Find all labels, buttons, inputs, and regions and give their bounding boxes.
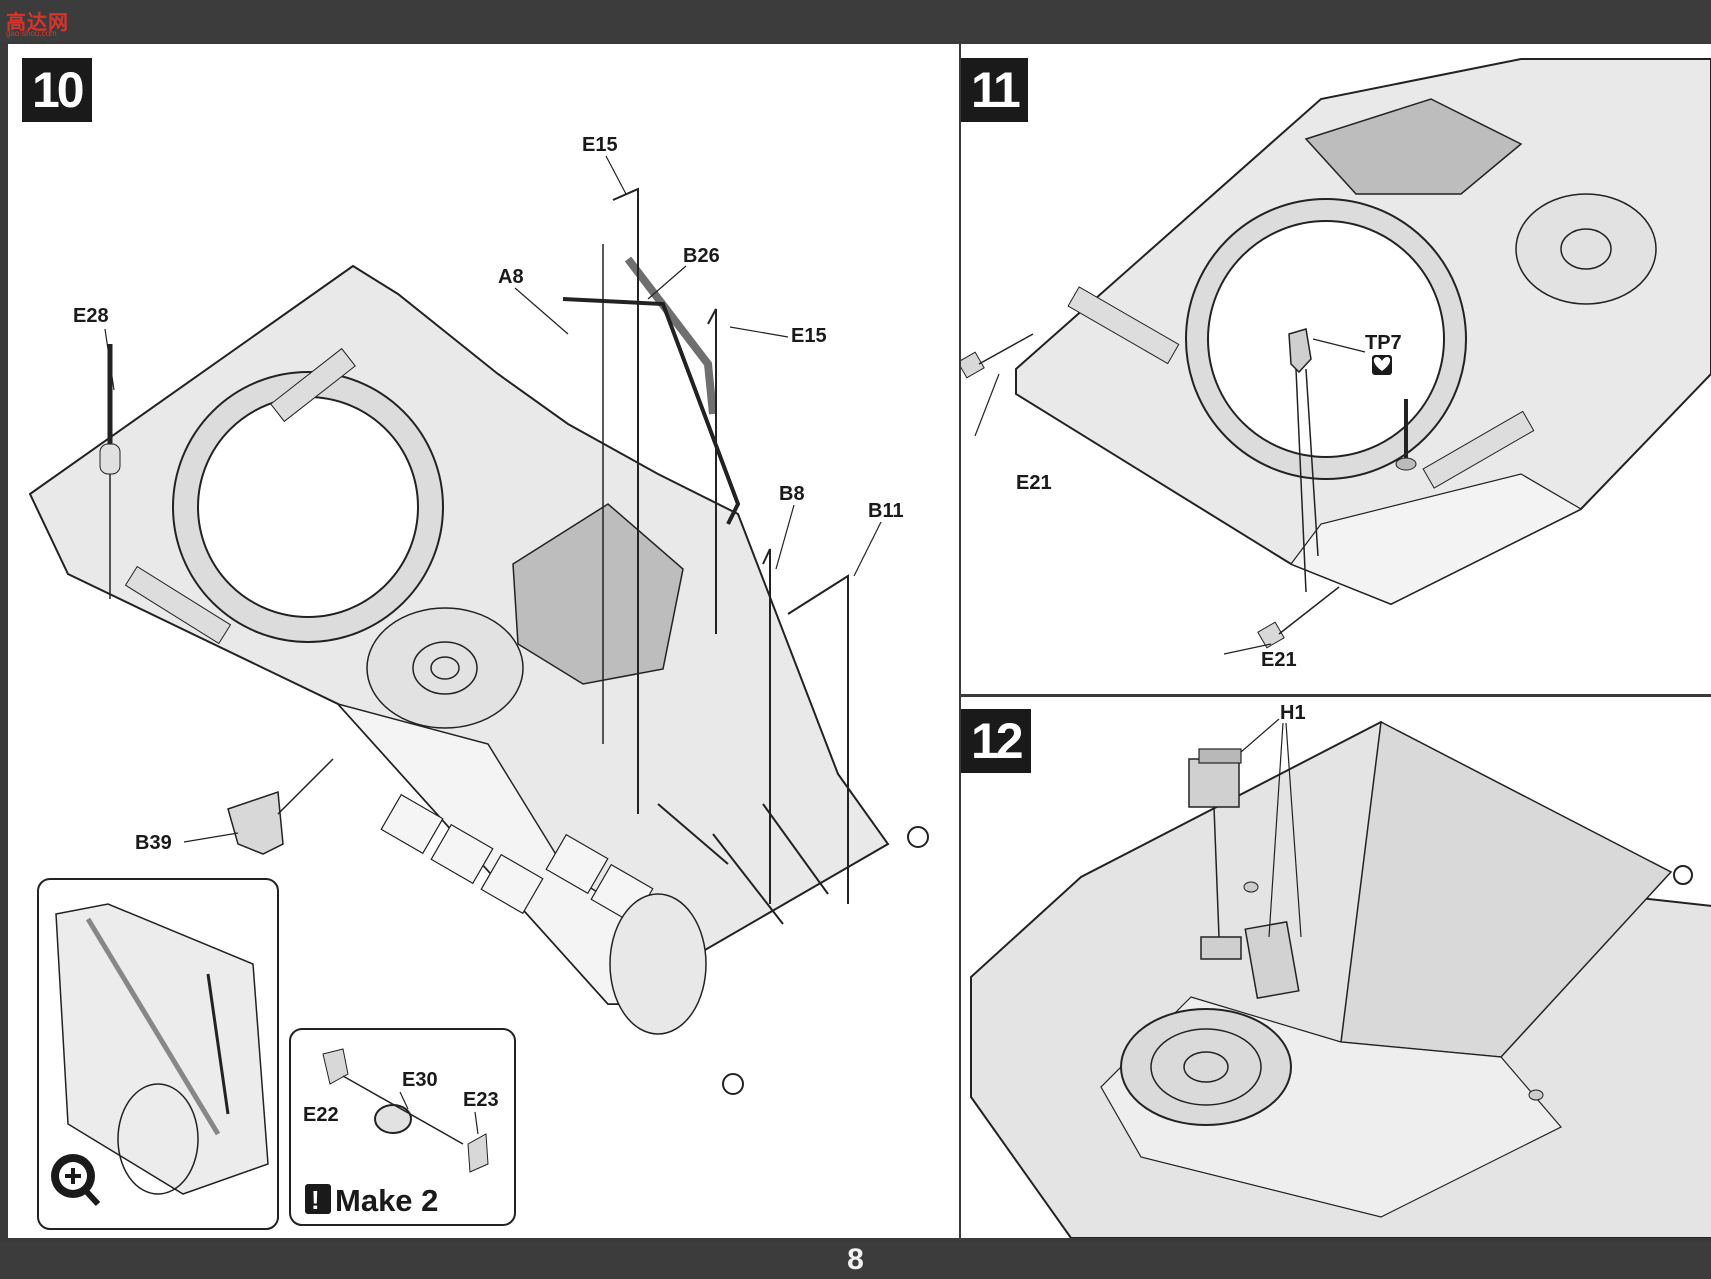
hatch-ring	[1515, 193, 1657, 305]
part-label-H1: H1	[1280, 702, 1306, 724]
part-H1-placed	[1200, 936, 1242, 960]
part-H1-top	[1188, 758, 1240, 808]
antenna-base	[1395, 457, 1417, 471]
tow-hook-rear	[907, 826, 929, 848]
step-12-diagram: H1	[970, 702, 1711, 1238]
peg	[1243, 881, 1259, 893]
make-two-inset: E30 E22 E23 ! Make 2	[289, 1028, 516, 1226]
part-label-E21-bottom: E21	[1261, 649, 1297, 671]
leader-line-h1-down	[1213, 806, 1220, 938]
engine-grille	[512, 503, 684, 685]
detail-inset	[37, 878, 279, 1230]
part-E21-left	[961, 351, 985, 379]
part-label-B39: B39	[135, 832, 172, 854]
handle-B11	[787, 574, 849, 904]
part-E21-bottom	[1257, 621, 1285, 649]
svg-text:!: !	[311, 1185, 320, 1215]
storage-bin-left	[1067, 286, 1180, 365]
step-number: 10	[22, 58, 92, 122]
part-label-E23: E23	[463, 1089, 499, 1111]
tow-hook-front	[722, 1073, 744, 1095]
turret-ring-hole	[1207, 220, 1445, 458]
handle-B8	[762, 548, 771, 904]
part-label-E22: E22	[303, 1104, 339, 1126]
part-label-B26: B26	[683, 245, 720, 267]
handrail-E15-a	[612, 187, 639, 814]
hatch-center	[430, 656, 460, 680]
handrail-E15-b	[707, 308, 717, 634]
part-label-A8: A8	[498, 266, 524, 288]
step-12-panel: 12 H1	[961, 697, 1711, 1238]
step-11-panel: 11 TP7 E21 E21	[961, 44, 1711, 694]
bracket-assembly	[1244, 921, 1300, 999]
step-10-diagram: E28 E15 A8 B26 E15 B8 B11 B39	[28, 134, 929, 1230]
leader-line-tp7-a	[1295, 368, 1307, 593]
step-10-panel: 10	[8, 44, 959, 1238]
part-label-B8: B8	[779, 483, 805, 505]
storage-bin-right	[1422, 410, 1535, 489]
callout-leaders	[104, 155, 882, 843]
part-B39	[227, 790, 284, 855]
leader-line-tp7-b	[1305, 368, 1319, 557]
turret-basket	[1120, 1008, 1292, 1126]
part-TP7	[1288, 328, 1312, 374]
make-two-note: Make 2	[335, 1183, 438, 1218]
hatch-ring	[366, 607, 524, 729]
hatch-center	[1560, 228, 1612, 270]
exclamation-icon	[305, 1184, 331, 1214]
part-label-E15-top: E15	[582, 134, 618, 156]
bar-A8	[562, 297, 741, 525]
watermark-logo: 高达网 gao-shou.com	[6, 6, 72, 38]
part-label-E15-right: E15	[791, 325, 827, 347]
bottom-bar	[0, 1242, 1711, 1279]
storage-bin-left	[124, 565, 232, 645]
page-number: 8	[847, 1243, 864, 1276]
part-label-B11: B11	[868, 500, 904, 522]
callout-leaders	[974, 338, 1366, 655]
hull-rear-face	[1290, 473, 1583, 605]
bar-B26	[624, 256, 717, 415]
top-bar	[0, 0, 1711, 42]
rear-hatch	[609, 893, 707, 1035]
part-label-E21-left: E21	[1016, 472, 1052, 494]
step-11-diagram: TP7 E21 E21	[961, 58, 1711, 671]
part-label-TP7: TP7	[1365, 332, 1402, 354]
leader-line-e21-b	[1278, 586, 1340, 635]
antenna-base-E28	[99, 443, 121, 475]
leader-line-b39	[277, 758, 334, 815]
leader-line-e21-a	[978, 333, 1034, 365]
step-number: 11	[961, 58, 1028, 122]
watermark-url: gao-shou.com	[6, 29, 57, 38]
turret-ring-hole	[197, 396, 419, 618]
part-label-E30: E30	[402, 1069, 438, 1091]
watermark-text: 高达网	[6, 12, 69, 34]
step-number: 12	[961, 709, 1031, 773]
tow-rods	[657, 803, 829, 925]
tow-hook	[1673, 865, 1693, 885]
storage-bin-top	[270, 347, 356, 423]
hatch-inner	[412, 641, 478, 695]
part-label-E28: E28	[73, 305, 109, 327]
engine-grille	[1304, 98, 1523, 195]
callout-leaders	[1240, 718, 1302, 938]
peg	[1528, 1089, 1544, 1101]
